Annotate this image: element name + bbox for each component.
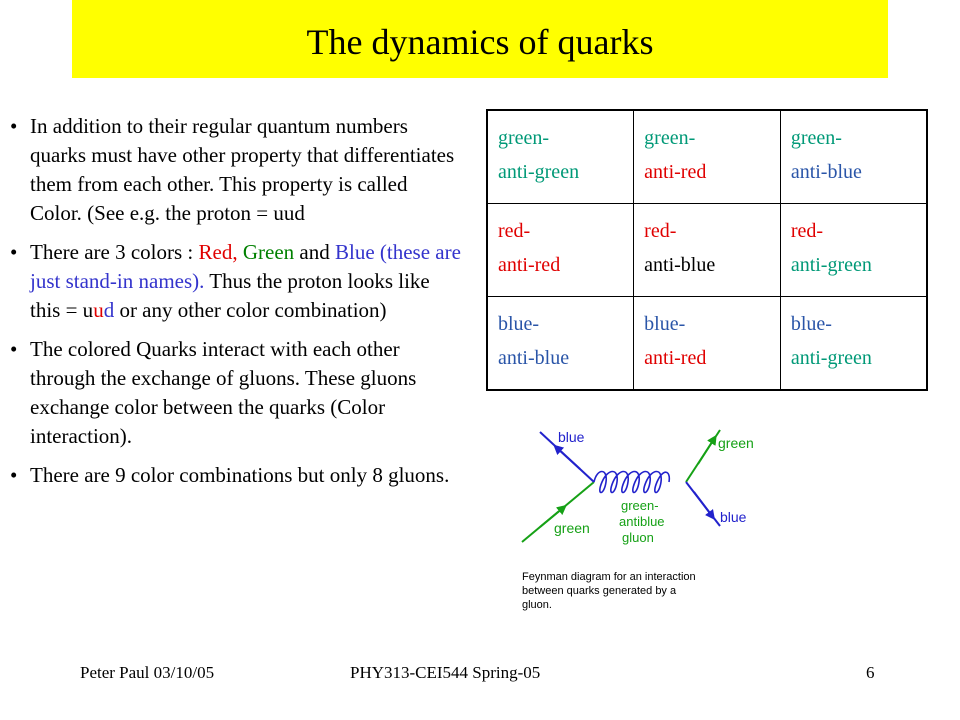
- cell-line: anti-red: [644, 346, 707, 369]
- label-green-out: green: [718, 435, 754, 451]
- cell-line: blue-: [498, 312, 540, 335]
- bullet-item: In addition to their regular quantum num…: [10, 112, 462, 228]
- table-row: green-anti-green green-anti-red green-an…: [486, 109, 928, 205]
- table-row: red-anti-red red-anti-blue red-anti-gree…: [486, 203, 928, 297]
- table-cell: green-anti-red: [633, 109, 781, 205]
- bullet-text: and: [294, 240, 335, 264]
- bullet-item: There are 9 color combinations but only …: [10, 461, 462, 490]
- gluon-line: [593, 470, 671, 494]
- gluon-label-line: green-: [621, 498, 659, 513]
- quark-u-red: u: [93, 298, 104, 322]
- cell-line: anti-red: [644, 161, 707, 183]
- cell-line: anti-blue: [644, 254, 716, 277]
- bullet-item: The colored Quarks interact with each ot…: [10, 335, 462, 451]
- diagram-caption-line: gluon.: [522, 599, 552, 611]
- cell-line: anti-green: [790, 254, 872, 277]
- feynman-diagram: blue green green blue green- antiblue gl…: [521, 429, 754, 611]
- table-cell: blue-anti-red: [633, 295, 781, 391]
- bullet-text: In addition to their regular quantum num…: [30, 114, 455, 225]
- label-blue-in: blue: [558, 429, 585, 445]
- arrow-green-in: [539, 504, 567, 528]
- gluon-label-line: antiblue: [619, 514, 665, 529]
- arrow-blue-out: [693, 491, 715, 520]
- bullet-list: In addition to their regular quantum num…: [10, 112, 462, 500]
- table-cell: green-anti-green: [486, 109, 635, 205]
- cell-line: red-: [644, 220, 677, 243]
- quark-d-blue: d: [103, 298, 115, 322]
- color-word-red: Red,: [198, 240, 238, 264]
- table-cell: red-anti-blue: [633, 203, 781, 297]
- bullet-text: or any other color combination): [114, 298, 387, 322]
- cell-line: red-: [498, 220, 531, 243]
- bullet-text: Thus the proton looks like this = u: [30, 269, 430, 322]
- table-cell: green-anti-blue: [779, 109, 928, 205]
- table-cell: red-anti-green: [779, 203, 928, 297]
- cell-line: green-: [644, 127, 696, 149]
- label-blue-out: blue: [720, 509, 747, 525]
- color-word-blue: Blue (these are just stand-in names).: [30, 240, 461, 293]
- footer-author: Peter Paul 03/10/05: [80, 663, 215, 682]
- title-bar: The dynamics of quarks: [72, 0, 888, 78]
- gluon-label-line: gluon: [622, 530, 654, 545]
- label-green-in: green: [554, 520, 590, 536]
- color-combination-table: green-anti-green green-anti-red green-an…: [486, 109, 928, 391]
- table-row: blue-anti-blue blue-anti-red blue-anti-g…: [486, 295, 928, 391]
- cell-line: anti-red: [498, 254, 561, 277]
- cell-line: green-: [790, 127, 842, 149]
- footer-course: PHY313-CEI544 Spring-05: [350, 663, 541, 682]
- table-cell: blue-anti-blue: [486, 295, 635, 391]
- slide-title: The dynamics of quarks: [306, 22, 654, 62]
- cell-line: blue-: [790, 312, 832, 335]
- cell-line: blue-: [644, 312, 686, 335]
- cell-line: green-: [498, 127, 550, 149]
- table-cell: red-anti-red: [486, 203, 635, 297]
- cell-line: red-: [790, 220, 824, 243]
- arrow-green-out: [697, 434, 717, 465]
- bullet-text: There are 9 color combinations but only …: [30, 463, 450, 487]
- arrow-blue-in: [553, 444, 581, 470]
- table-cell: blue-anti-green: [779, 295, 928, 391]
- bullet-text: There are 3 colors :: [30, 240, 199, 264]
- footer-page-number: 6: [866, 663, 875, 682]
- cell-line: anti-blue: [790, 161, 862, 183]
- diagram-caption-line: Feynman diagram for an interaction: [522, 571, 696, 583]
- cell-line: anti-green: [498, 161, 580, 183]
- cell-line: anti-blue: [498, 346, 570, 369]
- color-word-green: Green: [242, 240, 295, 264]
- bullet-text: The colored Quarks interact with each ot…: [30, 337, 417, 448]
- diagram-caption-line: between quarks generated by a: [522, 585, 677, 597]
- cell-line: anti-green: [790, 346, 872, 369]
- bullet-item: There are 3 colors : Red, Green and Blue…: [10, 238, 462, 325]
